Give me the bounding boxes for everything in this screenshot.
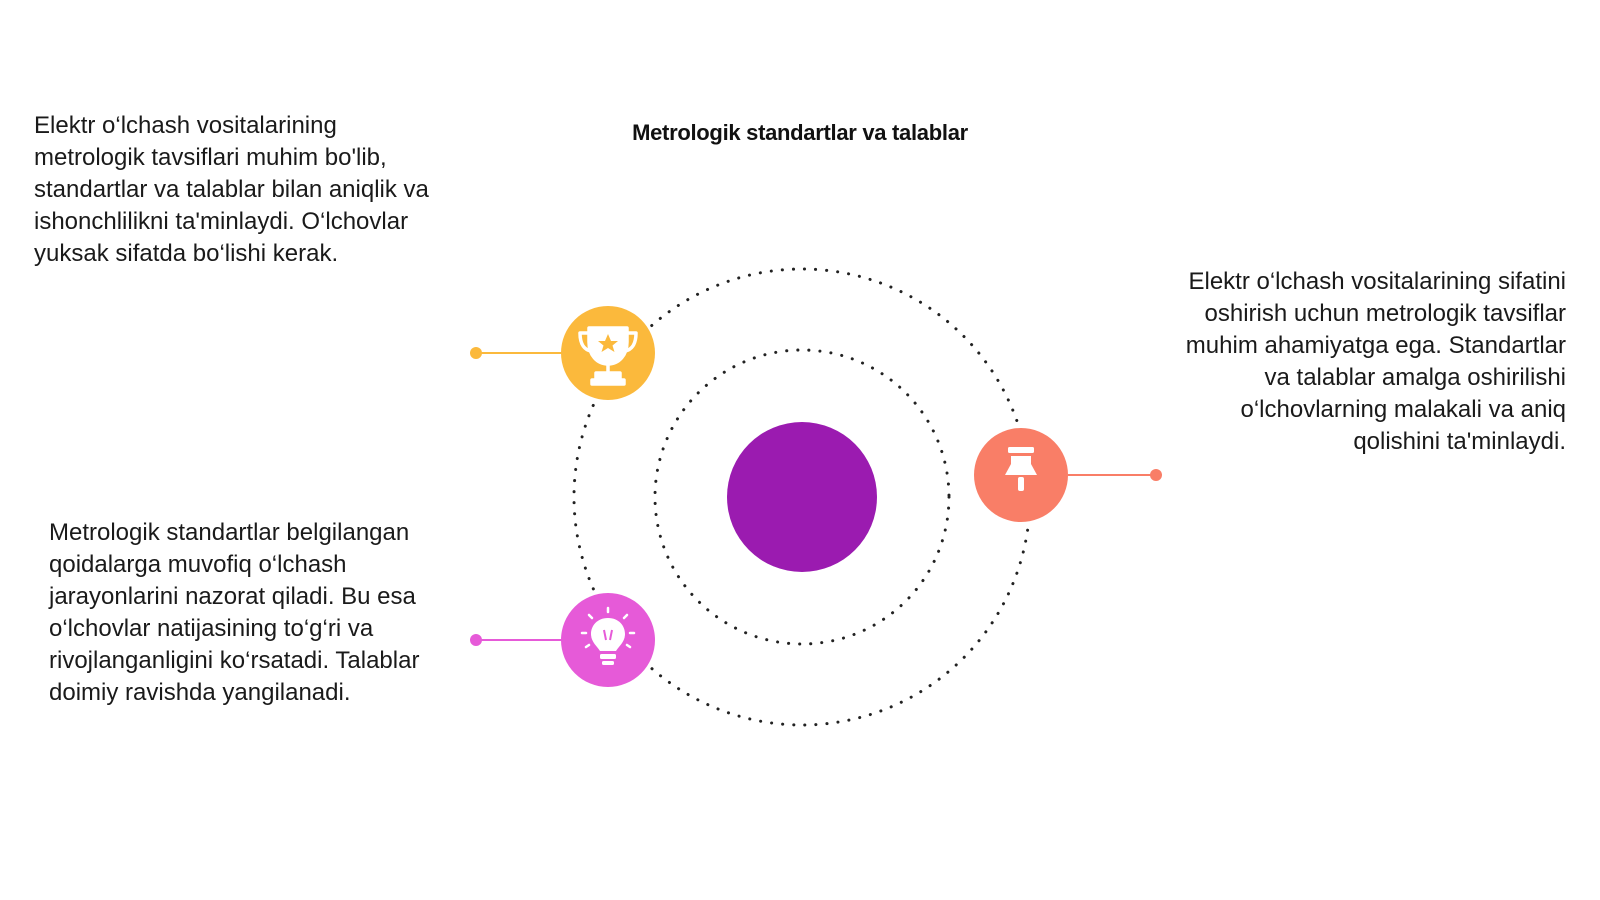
center-circle [727, 422, 877, 572]
node-top-left [561, 306, 655, 400]
text-bottom-left: Metrologik standartlar belgilangan qoida… [49, 519, 420, 706]
pin-icon [1005, 447, 1037, 491]
connector-dot-bottom-left [470, 634, 482, 646]
lightbulb-icon [591, 618, 625, 665]
text-right: Elektr o‘lchash vositalarining sifatini … [1185, 268, 1566, 455]
connector-dot-right [1150, 469, 1162, 481]
light-rays-icon [580, 606, 636, 649]
text-top-left: Elektr o‘lchash vositalarining metrologi… [34, 112, 429, 267]
diagram-title: Metrologik standartlar va talablar [632, 120, 968, 145]
node-right [974, 428, 1068, 522]
connector-dot-top-left [470, 347, 482, 359]
inner-orbit [653, 348, 951, 646]
star-icon [598, 334, 618, 352]
node-bottom-left [561, 593, 655, 687]
